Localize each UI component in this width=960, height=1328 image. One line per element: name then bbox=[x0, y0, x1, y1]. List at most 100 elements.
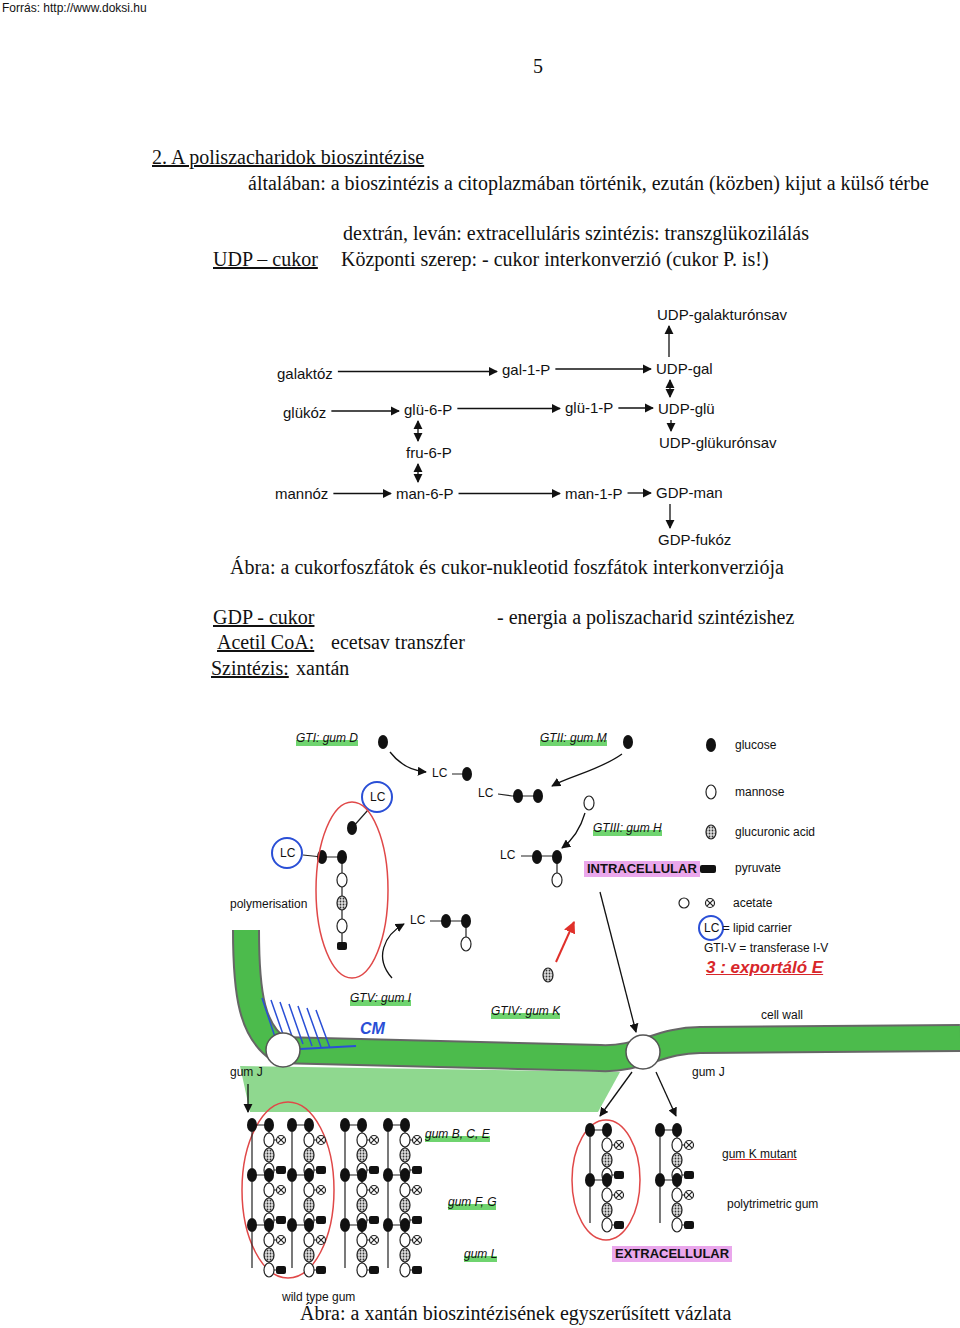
legend-symbol bbox=[706, 899, 715, 908]
export-channel bbox=[626, 1035, 660, 1069]
carrier-label: LC bbox=[280, 846, 295, 860]
enzyme-label: GTI: gum D bbox=[296, 731, 358, 746]
handwritten-note: 3 : exportáló E bbox=[706, 958, 823, 978]
reaction-arrow bbox=[417, 464, 418, 482]
intracellular-chains bbox=[623, 735, 633, 749]
body-text: ecetsav transzfer bbox=[331, 631, 465, 653]
metabolite-node: glü-1-P bbox=[563, 398, 615, 417]
figure-caption: Ábra: a xantán bioszintézisének egyszerű… bbox=[300, 1301, 731, 1326]
gene-label: gum F, G bbox=[448, 1195, 496, 1210]
metabolite-node: glü-6-P bbox=[402, 400, 454, 419]
legend-symbol bbox=[679, 738, 716, 908]
cell-membrane bbox=[240, 930, 960, 1112]
extracellular-gum bbox=[247, 1218, 286, 1277]
lipid-carrier-circle bbox=[272, 838, 302, 868]
part-label: CM bbox=[360, 1020, 385, 1038]
reaction-arrow bbox=[417, 421, 418, 441]
step-label: polymerisation bbox=[230, 897, 307, 912]
extracellular-gum bbox=[585, 1173, 624, 1232]
reaction-arrow bbox=[669, 380, 670, 397]
export-channel bbox=[266, 1033, 300, 1067]
figure-caption: Ábra: a cukorfoszfátok és cukor-nukleoti… bbox=[230, 555, 784, 580]
product-label: gum K mutant bbox=[722, 1147, 797, 1162]
intracellular-chains bbox=[303, 735, 710, 982]
term: UDP – cukor bbox=[213, 247, 318, 272]
legend-entry: pyruvate bbox=[735, 861, 781, 876]
page-number: 5 bbox=[533, 55, 543, 77]
legend-entry: mannose bbox=[735, 785, 784, 800]
gene-label: gum B, C, E bbox=[425, 1127, 490, 1142]
reaction-arrow bbox=[656, 1072, 676, 1116]
lipid-carrier-circle bbox=[362, 782, 392, 812]
membrane-hatching bbox=[300, 1046, 356, 1049]
intracellular-chains bbox=[533, 789, 543, 803]
group-circle bbox=[242, 802, 640, 1278]
section-heading: 2. A poliszacharidok bioszintézise bbox=[152, 145, 424, 170]
enzyme-label: GTIII: gum H bbox=[593, 821, 662, 836]
body-text: általában: a bioszintézis a citoplazmába… bbox=[248, 171, 960, 196]
term: GDP - cukor bbox=[213, 605, 314, 630]
carrier-label: LC bbox=[370, 790, 385, 805]
intracellular-chains bbox=[347, 821, 357, 835]
metabolite-node: UDP-glükurónsav bbox=[657, 433, 779, 452]
metabolite-name: fru-6-P bbox=[406, 444, 452, 461]
gene-label: gum L bbox=[464, 1247, 497, 1262]
metabolite-node: man-1-P bbox=[563, 484, 625, 503]
intracellular-chains bbox=[461, 914, 471, 928]
metabolite-name: UDP-glükurónsav bbox=[659, 434, 777, 451]
intracellular-chains bbox=[543, 968, 553, 982]
extracellular-gum bbox=[340, 1218, 379, 1277]
reaction-arrow bbox=[247, 1084, 248, 1112]
body-text: xantán bbox=[296, 656, 349, 681]
reaction-arrow bbox=[600, 1072, 632, 1116]
part-label: cell wall bbox=[761, 1008, 803, 1022]
metabolite-node: GDP-man bbox=[654, 483, 725, 502]
enzyme-label: GTV: gum I bbox=[350, 991, 411, 1006]
cell-membrane bbox=[246, 930, 960, 1058]
reaction-arrow bbox=[459, 493, 560, 494]
enzyme-label: GTII: gum M bbox=[540, 731, 607, 746]
reaction-arrow bbox=[555, 368, 651, 369]
reaction-arrow bbox=[670, 420, 671, 431]
metabolite-name: man-6-P bbox=[396, 485, 454, 502]
gene-label: gum B, C, E bbox=[425, 1127, 490, 1141]
carrier-label: LC bbox=[478, 786, 493, 800]
handwritten-note: 3 : exportáló E bbox=[706, 958, 823, 977]
intracellular-chains bbox=[337, 942, 347, 950]
group-circle bbox=[572, 1120, 640, 1240]
reaction-arrow bbox=[333, 493, 391, 494]
intracellular-chains bbox=[462, 767, 472, 781]
product-label: wild type gum bbox=[282, 1290, 355, 1304]
intracellular-chains bbox=[337, 896, 347, 910]
metabolite-name: glü-6-P bbox=[404, 401, 452, 418]
metabolite-name: man-1-P bbox=[565, 485, 623, 502]
carrier-label: LC bbox=[410, 913, 425, 927]
metabolite-node: UDP-glü bbox=[656, 399, 717, 418]
body-text: xantán bbox=[296, 657, 349, 679]
lipid-carrier-circle bbox=[272, 782, 723, 940]
legend-symbol bbox=[706, 865, 716, 873]
gene-label: gum F, G bbox=[448, 1195, 496, 1209]
carrier-label: LC bbox=[432, 766, 447, 780]
metabolite-name: UDP-gal bbox=[656, 360, 713, 377]
reaction-arrow bbox=[669, 504, 670, 528]
cell-membrane bbox=[246, 930, 960, 1058]
term: GDP - cukor bbox=[213, 606, 314, 628]
term: Acetil CoA: bbox=[217, 630, 314, 655]
reaction-arrow bbox=[338, 371, 497, 372]
carrier-label: LC bbox=[410, 913, 425, 928]
product-label: polytrimetric gum bbox=[727, 1197, 818, 1211]
figure-caption: Ábra: a cukorfoszfátok és cukor-nukleoti… bbox=[230, 556, 784, 578]
metabolite-node: glükóz bbox=[281, 403, 328, 422]
region-label: INTRACELLULAR bbox=[587, 861, 697, 876]
body-text: dextrán, leván: extracelluláris szintézi… bbox=[343, 222, 809, 244]
body-text: Központi szerep: - cukor interkonverzió … bbox=[341, 247, 769, 272]
carrier-label: LC bbox=[370, 790, 385, 804]
page-number: 5 bbox=[533, 54, 543, 79]
section-heading: 2. A poliszacharidok bioszintézise bbox=[152, 146, 424, 168]
legend-entry: glucose bbox=[735, 738, 776, 753]
metabolite-name: GDP-man bbox=[656, 484, 723, 501]
carrier-label: LC bbox=[500, 848, 515, 862]
metabolite-node: GDP-fukóz bbox=[656, 530, 733, 549]
part-label: cell wall bbox=[761, 1008, 803, 1023]
